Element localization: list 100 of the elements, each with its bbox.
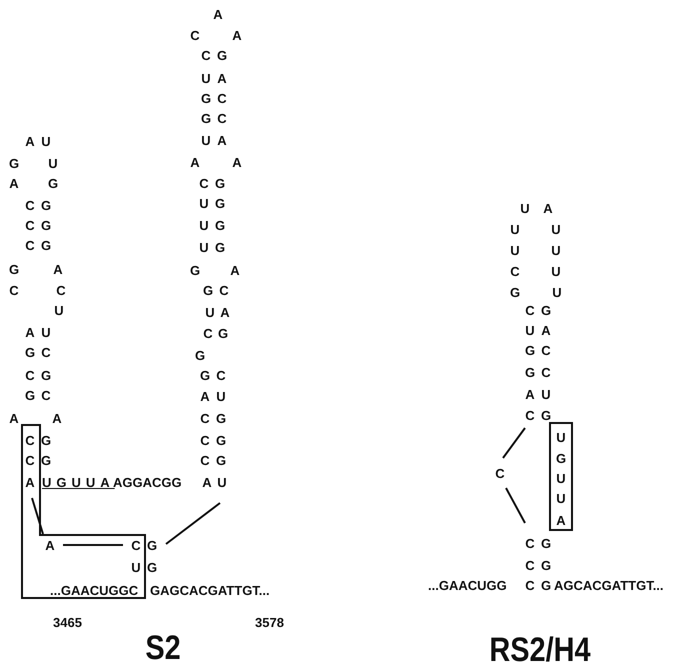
base-letter: A bbox=[53, 262, 63, 276]
base-letter: U bbox=[199, 218, 209, 232]
base-letter: A bbox=[556, 512, 566, 528]
base-letter: C bbox=[219, 282, 229, 298]
base-letter: U bbox=[54, 302, 64, 318]
base-letter: G bbox=[540, 558, 552, 572]
base-letter: G bbox=[24, 344, 36, 360]
base-letter: C bbox=[217, 110, 227, 126]
base-letter: C bbox=[541, 364, 551, 380]
base-letter: U bbox=[552, 284, 562, 300]
base-letter: C bbox=[525, 536, 535, 550]
base-letter: G bbox=[540, 578, 552, 592]
base-letter: G bbox=[8, 262, 20, 276]
base-letter: U bbox=[520, 200, 530, 216]
base-letter: C bbox=[495, 466, 505, 480]
base-letter: C bbox=[201, 48, 211, 62]
base-letter: A bbox=[9, 176, 19, 190]
base-letter: A bbox=[232, 154, 242, 170]
base-letter: C bbox=[525, 302, 535, 318]
base-letter: G bbox=[216, 452, 226, 468]
base-letter: G bbox=[202, 282, 214, 298]
base-letter: C bbox=[200, 452, 210, 468]
base-letter: A bbox=[25, 134, 35, 148]
sequence-text: AGGACGG bbox=[113, 474, 182, 490]
sequence-text: AGCACGATTGT... bbox=[554, 578, 664, 592]
base-letter: G bbox=[214, 196, 226, 210]
base-letter: C bbox=[41, 388, 51, 402]
base-letter: G bbox=[40, 218, 52, 232]
base-letter: U bbox=[541, 386, 551, 402]
base-letter: G bbox=[524, 342, 536, 358]
base-letter: C bbox=[525, 408, 535, 422]
base-letter: G bbox=[216, 410, 226, 426]
base-letter: A bbox=[190, 154, 200, 170]
base-letter: U bbox=[217, 474, 227, 490]
base-letter: A bbox=[213, 6, 223, 22]
base-letter: U bbox=[551, 242, 561, 258]
base-letter: A bbox=[217, 132, 227, 148]
base-letter: G bbox=[40, 368, 52, 382]
base-letter: U bbox=[216, 388, 226, 404]
base-letter: G bbox=[540, 302, 552, 318]
base-letter: A bbox=[541, 322, 551, 338]
base-letter: G bbox=[194, 348, 206, 362]
base-letter: G bbox=[200, 368, 210, 382]
base-letter: G bbox=[200, 90, 212, 106]
base-letter: G bbox=[524, 364, 536, 380]
base-letter: G bbox=[214, 240, 226, 254]
base-letter: C bbox=[41, 344, 51, 360]
base-letter: C bbox=[25, 218, 35, 232]
base-letter: G bbox=[24, 388, 36, 402]
base-letter: G bbox=[190, 262, 200, 278]
base-letter: U bbox=[551, 264, 561, 278]
base-letter: C bbox=[541, 342, 551, 358]
base-letter: G bbox=[40, 432, 52, 448]
sequence-text: UGUUA bbox=[42, 474, 115, 490]
base-letter: A bbox=[52, 410, 62, 426]
base-letter: U bbox=[201, 70, 211, 86]
base-letter: G bbox=[200, 110, 212, 126]
base-letter: A bbox=[543, 200, 553, 216]
base-letter: C bbox=[25, 238, 35, 252]
base-letter: C bbox=[25, 198, 35, 212]
base-letter: U bbox=[556, 430, 566, 444]
base-letter: A bbox=[25, 324, 35, 340]
base-letter: A bbox=[525, 386, 535, 402]
base-letter: A bbox=[232, 28, 242, 42]
base-letter: U bbox=[199, 196, 209, 210]
base-letter: C bbox=[190, 28, 200, 42]
base-letter: A bbox=[45, 538, 55, 552]
base-letter: U bbox=[48, 156, 58, 170]
base-letter: G bbox=[218, 326, 228, 340]
base-letter: C bbox=[131, 538, 141, 552]
base-letter: C bbox=[25, 452, 35, 468]
base-letter: U bbox=[510, 222, 520, 236]
base-letter: G bbox=[216, 48, 228, 62]
base-letter: C bbox=[200, 432, 210, 448]
base-letter: C bbox=[525, 578, 535, 592]
base-letter: A bbox=[230, 262, 240, 278]
base-letter: G bbox=[40, 452, 52, 468]
base-letter: A bbox=[200, 388, 210, 404]
base-letter: C bbox=[216, 368, 226, 382]
sequence-text: ...GAACUGGC bbox=[50, 582, 138, 598]
base-letter: G bbox=[216, 432, 226, 448]
base-letter: A bbox=[217, 70, 227, 86]
base-letter: C bbox=[25, 432, 35, 448]
base-letter: C bbox=[525, 558, 535, 572]
position-number: 3578 bbox=[255, 614, 284, 630]
base-letter: C bbox=[9, 282, 19, 298]
base-letter: C bbox=[25, 368, 35, 382]
sequence-text: ...GAACUGG bbox=[428, 578, 507, 592]
base-letter: G bbox=[214, 218, 226, 232]
base-letter: G bbox=[540, 536, 552, 550]
base-letter: U bbox=[556, 490, 566, 506]
base-letter: C bbox=[56, 282, 66, 298]
sequence-text: GAGCACGATTGT... bbox=[150, 582, 270, 598]
base-letter: G bbox=[40, 238, 52, 252]
base-letter: C bbox=[217, 90, 227, 106]
base-letter: A bbox=[220, 304, 230, 320]
base-letter: C bbox=[510, 264, 520, 278]
position-number: 3465 bbox=[53, 614, 82, 630]
base-letter: A bbox=[25, 474, 35, 490]
base-letter: U bbox=[510, 242, 520, 258]
